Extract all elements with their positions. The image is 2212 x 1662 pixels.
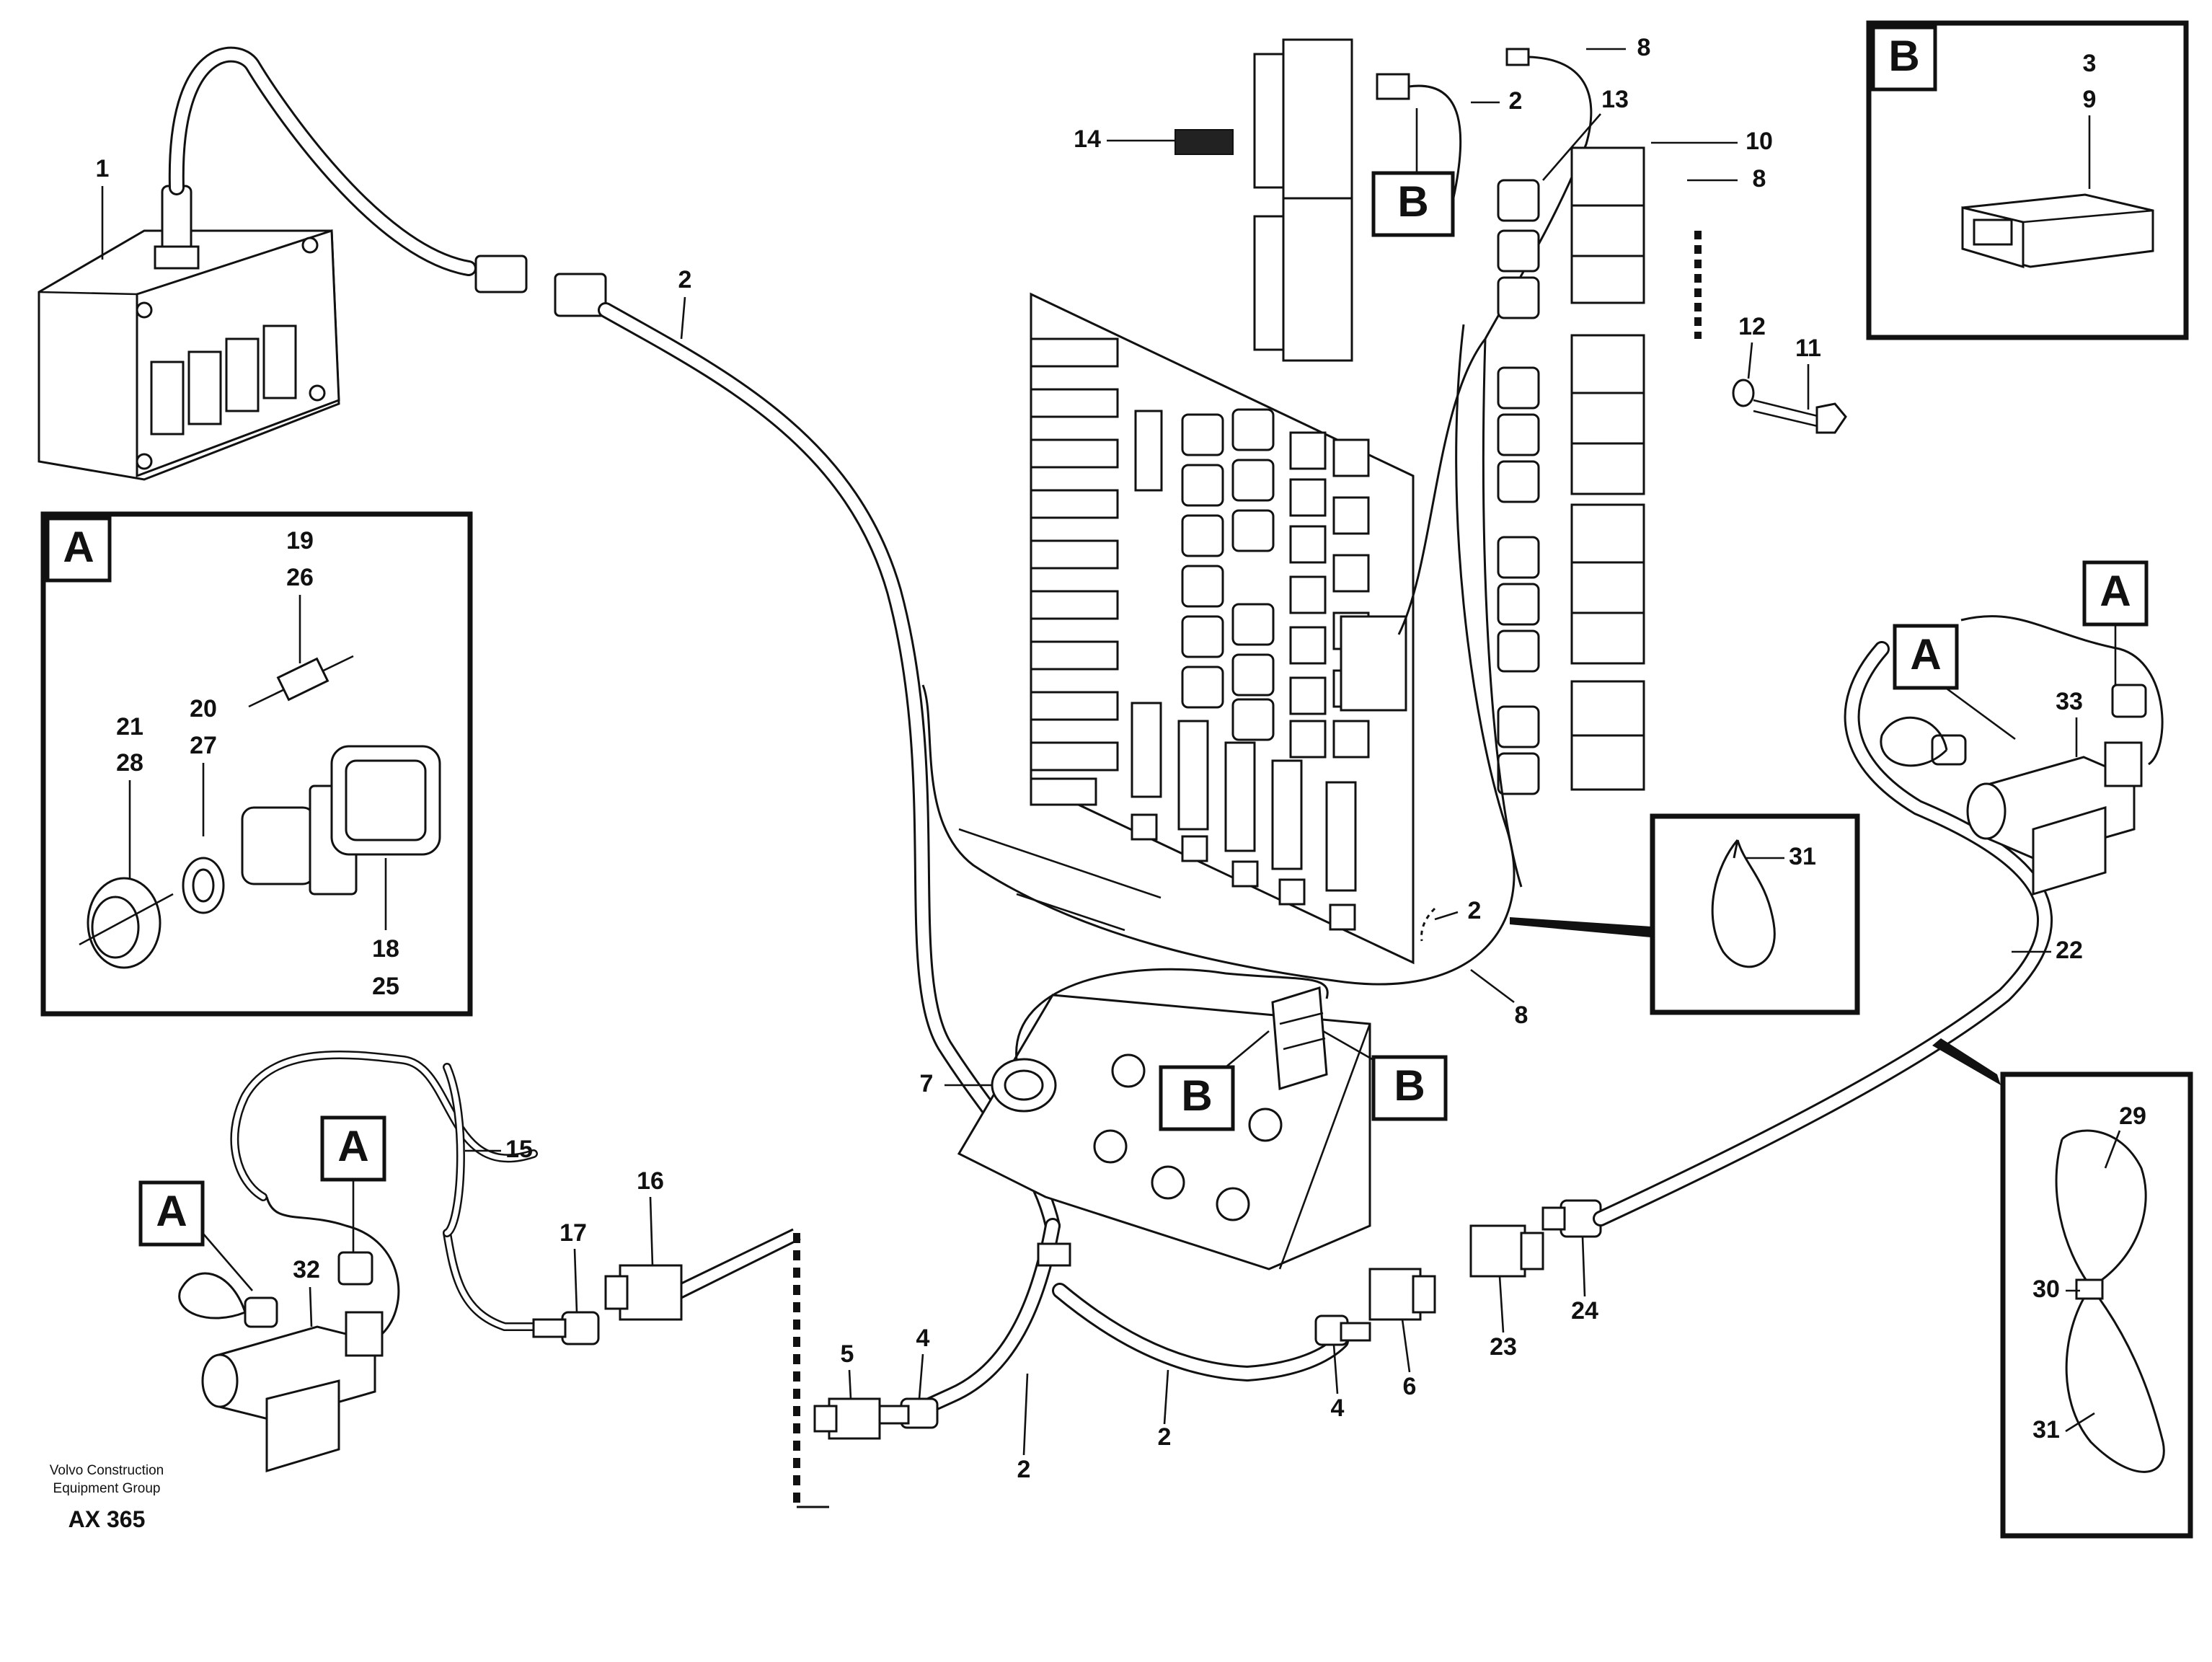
board-connectors-left [1030,337,1119,806]
label-8-top: 8 [1637,34,1651,61]
label-31-ties: 31 [2032,1416,2060,1444]
label-17: 17 [559,1219,587,1247]
detail-frame-a: A 19 26 20 27 21 28 18 25 [40,511,473,1017]
label-32: 32 [293,1256,320,1283]
bolt-11 [1753,399,1847,434]
label-33: 33 [2056,688,2083,715]
connector-6 [1368,1268,1436,1321]
washer-12 [1732,379,1755,407]
label-26: 26 [286,564,314,591]
label-3: 3 [2083,50,2097,77]
label-2-board: 2 [1468,897,1482,924]
resistor-plug [248,655,354,708]
detail-a-tag: A [63,523,94,571]
relay-bank [1497,146,1645,795]
plug-a-right [2111,684,2147,718]
tag-a-4: A [1910,630,1941,678]
label-24: 24 [1571,1297,1598,1325]
mounting-plate [957,994,1371,1270]
plug-4-right [1314,1314,1371,1346]
circuit-board [1030,292,1415,965]
label-22: 22 [2056,937,2083,964]
label-1: 1 [96,155,110,182]
plug-4-left [878,1397,939,1429]
solenoid-valve-33 [1931,734,2143,896]
solenoid-valve-32 [201,1296,384,1473]
company-line-1: Volvo Construction [50,1463,164,1478]
connector-5 [813,1397,881,1440]
label-15: 15 [505,1136,533,1163]
terminal-block [1271,986,1328,1090]
label-5: 5 [841,1340,854,1368]
plug-connector [474,255,528,293]
detail-frame-b: B 3 9 [1866,20,2189,340]
label-2-b: 2 [1509,87,1523,115]
label-4-left: 4 [916,1325,930,1352]
label-10: 10 [1746,128,1773,155]
callout-ties-29-31: 29 30 31 [2000,1071,2193,1539]
connector-23 [1469,1224,1544,1278]
detail-b-tag: B [1888,32,1919,80]
label-11: 11 [1795,335,1821,362]
label-29: 29 [2119,1102,2146,1130]
board-connectors-bottom [1131,702,1357,931]
relay-sockets [1253,38,1353,362]
tag-b-2: B [1181,1071,1212,1120]
label-2-top: 2 [678,266,692,293]
label-20: 20 [190,695,217,722]
label-25: 25 [372,973,399,1000]
connector-housing [1961,193,2154,269]
label-4-right: 4 [1331,1394,1345,1422]
socket-connector [554,273,607,317]
pressure-sensor [241,745,441,896]
label-28: 28 [116,749,143,777]
plug-17 [532,1311,600,1345]
board-bracket [1340,615,1407,712]
drawing-code: AX 365 [68,1506,146,1532]
label-7: 7 [920,1070,934,1097]
label-18: 18 [372,935,399,963]
label-12: 12 [1738,313,1766,340]
tag-a-1: A [156,1187,187,1235]
y-branch-sleeve [1037,1242,1071,1267]
label-21: 21 [116,713,143,741]
plug-b [1376,73,1410,100]
footer: Volvo Construction Equipment Group AX 36… [50,1463,164,1532]
label-16: 16 [637,1167,664,1195]
tag-a-2: A [337,1122,368,1170]
tag-a-3: A [2100,567,2131,615]
grommet [991,1058,1057,1113]
connector-16 [604,1264,683,1321]
label-27: 27 [190,732,217,759]
company-line-2: Equipment Group [53,1481,161,1496]
tag-b-1: B [1397,177,1428,226]
label-2-left-branch: 2 [1017,1456,1031,1483]
label-13: 13 [1601,86,1629,113]
label-9: 9 [2083,86,2097,113]
washer [182,857,225,914]
plug-a-left [337,1251,373,1286]
label-8-right: 8 [1753,165,1766,193]
label-14: 14 [1074,125,1101,153]
label-23: 23 [1490,1333,1517,1361]
label-30: 30 [2032,1276,2060,1303]
nut [79,877,174,969]
callout-tie-31: 31 [1650,813,1860,1015]
tag-b-3: B [1394,1061,1425,1110]
plug-24 [1541,1199,1602,1238]
label-19: 19 [286,527,314,554]
label-6: 6 [1403,1373,1417,1400]
fuse-14 [1174,129,1234,155]
board-relays [1181,408,1370,759]
label-31-callout: 31 [1789,843,1816,870]
label-2-right-branch: 2 [1158,1423,1172,1451]
label-8-bottom: 8 [1515,1002,1529,1029]
terminal-8 [1505,48,1530,66]
switch-box [37,185,340,481]
